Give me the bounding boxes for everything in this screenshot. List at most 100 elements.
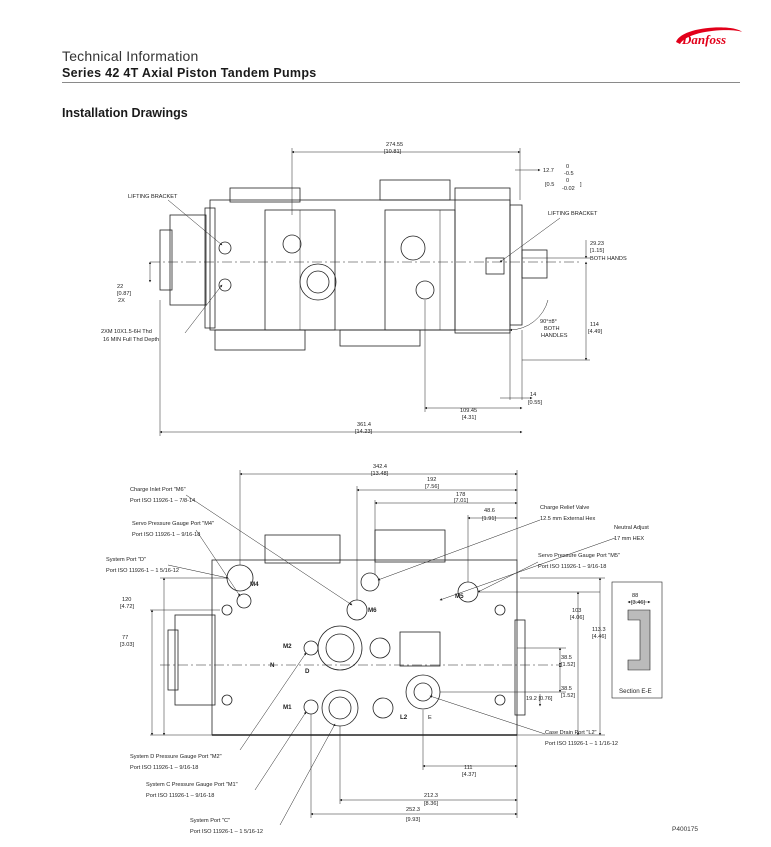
bot-bolt-4 bbox=[494, 694, 506, 706]
header-divider bbox=[62, 82, 740, 83]
label-tol-dn: -0.5 bbox=[564, 171, 574, 177]
bot-port-m1 bbox=[303, 699, 319, 715]
label-sys-d-spec: Port ISO 11926-1 – 1 5/16-12 bbox=[106, 568, 179, 574]
label-charge-inlet-spec: Port ISO 11926-1 – 7/8-14 bbox=[130, 498, 195, 504]
bot-relief bbox=[360, 572, 380, 592]
top-housing bbox=[209, 199, 511, 331]
top-port-circle-4 bbox=[415, 280, 435, 300]
label-dim-192-in: [7.56] bbox=[425, 484, 439, 490]
label-dim-14: 14 bbox=[530, 392, 536, 398]
label-dim-19-2: 19.2 [0.76] bbox=[526, 696, 553, 702]
top-shaft bbox=[521, 249, 548, 279]
top-port-circle-1-inner bbox=[306, 270, 330, 294]
top-port-circle-1 bbox=[299, 263, 337, 301]
port-label-m2: M2 bbox=[283, 643, 292, 650]
section-label-88-in: [3.46] bbox=[631, 600, 645, 606]
label-dim-120-in: [4.72] bbox=[120, 604, 134, 610]
label-servo-m4: Servo Pressure Gauge Port "M4" bbox=[132, 521, 214, 527]
label-handles: HANDLES bbox=[541, 333, 568, 339]
label-relief-spec: 12.5 mm External Hex bbox=[540, 516, 596, 522]
bot-rear-flange bbox=[514, 619, 526, 716]
label-charge-inlet: Charge Inlet Port "M6" bbox=[130, 487, 186, 493]
label-dim-113-in: [4.46] bbox=[592, 634, 606, 640]
leader-sys-c bbox=[279, 723, 336, 826]
label-case-drain: Case Drain Port "L2" bbox=[545, 730, 597, 736]
label-dim-77: 77 bbox=[122, 635, 128, 641]
leader-relief bbox=[377, 519, 541, 581]
port-label-m5: M5 bbox=[455, 593, 464, 600]
label-dim-178: 178 bbox=[456, 492, 465, 498]
label-dim-38a-in: [1.52] bbox=[561, 662, 575, 668]
section-caption: Section E-E bbox=[619, 688, 652, 695]
top-lower-block bbox=[214, 329, 306, 351]
doc-title: Series 42 4T Axial Piston Tandem Pumps bbox=[62, 66, 317, 80]
leader-neutral bbox=[439, 537, 616, 601]
bot-port-small-1 bbox=[369, 637, 391, 659]
label-dim-113: 113.3 bbox=[592, 627, 606, 633]
bottom-labels: 342.4 [13.48] 192 [7.56] 178 [7.01] 48.6… bbox=[106, 464, 649, 835]
top-port-circle-3 bbox=[282, 234, 302, 254]
label-relief: Charge Relief Valve bbox=[540, 505, 589, 511]
label-dim-48-in: [1.91] bbox=[482, 516, 496, 522]
top-bracket-block bbox=[485, 257, 505, 275]
label-dim-252: 252.3 bbox=[406, 807, 420, 813]
label-both: BOTH bbox=[544, 326, 560, 332]
bot-name-plate bbox=[399, 631, 441, 667]
leader-lifting-left bbox=[167, 199, 223, 246]
top-bolt-1 bbox=[218, 241, 232, 255]
leader-sys-d bbox=[167, 564, 229, 579]
port-label-m1: M1 bbox=[283, 704, 292, 711]
label-dim-14-in: [0.55] bbox=[528, 400, 542, 406]
bot-port-small-2 bbox=[372, 697, 394, 719]
label-tol-in: [0.5 bbox=[545, 182, 554, 188]
top-rear-flange bbox=[509, 204, 523, 326]
label-dim-103: 103 bbox=[572, 608, 581, 614]
section-label-88: 88 bbox=[632, 593, 638, 599]
label-dim-38b: 38.5 bbox=[561, 686, 572, 692]
top-mounting-flange bbox=[204, 207, 216, 329]
label-dim-114-in: [4.49] bbox=[588, 329, 602, 335]
label-dim-38a: 38.5 bbox=[561, 655, 572, 661]
label-dim-77-in: [3.03] bbox=[120, 642, 134, 648]
top-labels: 274.55 [10.81] 12.7 0 -0.5 [0.5 0 -0.02 … bbox=[101, 142, 627, 435]
label-dim-22-in: [0.87] bbox=[117, 291, 131, 297]
label-servo-m4-spec: Port ISO 11926-1 – 9/16-18 bbox=[132, 532, 200, 538]
top-aux-cover bbox=[159, 229, 173, 291]
label-dim-252-in: [9.93] bbox=[406, 817, 420, 823]
figure-id: P400175 bbox=[672, 826, 699, 833]
logo-swoosh bbox=[676, 27, 742, 44]
top-bolt-2 bbox=[218, 278, 232, 292]
label-dim-111: 111 bbox=[464, 765, 473, 771]
label-dim-29-23: 29.23 bbox=[590, 241, 604, 247]
leader-charge-inlet bbox=[185, 494, 353, 606]
label-gauge-m1: System C Pressure Gauge Port "M1" bbox=[146, 782, 238, 788]
bot-port-m2 bbox=[303, 640, 319, 656]
label-tol-in-up: 0 bbox=[566, 178, 569, 184]
label-dim-342-in: [13.48] bbox=[371, 471, 389, 477]
bot-port-m4 bbox=[236, 593, 252, 609]
section-e-e: 88 [3.46] Section E-E bbox=[611, 581, 663, 699]
bot-port-l2 bbox=[405, 674, 441, 710]
label-dim-120: 120 bbox=[122, 597, 131, 603]
label-lifting-left: LIFTING BRACKET bbox=[128, 194, 178, 200]
top-view bbox=[150, 179, 580, 351]
label-dim-212: 212.3 bbox=[424, 793, 438, 799]
label-dim-361-in: [14.23] bbox=[355, 429, 373, 435]
label-dim-12-7: 12.7 bbox=[543, 168, 554, 174]
bot-bolt-3 bbox=[494, 604, 506, 616]
leader-thread bbox=[184, 284, 223, 334]
port-label-m4: M4 bbox=[250, 581, 259, 588]
label-dim-212-in: [8.36] bbox=[424, 801, 438, 807]
label-thread-2: 16 MIN Full Thd Depth bbox=[103, 337, 159, 343]
bot-aux-pump bbox=[174, 614, 216, 706]
label-dim-38b-in: [1.52] bbox=[561, 693, 575, 699]
label-dim-361: 361.4 bbox=[357, 422, 371, 428]
label-dim-48: 48.6 bbox=[484, 508, 495, 514]
top-lower-block-2 bbox=[339, 329, 421, 347]
label-sys-c: System Port "C" bbox=[190, 818, 230, 824]
label-gauge-m2-spec: Port ISO 11926-1 – 9/16-18 bbox=[130, 765, 198, 771]
label-dim-274: 274.55 bbox=[386, 142, 403, 148]
bot-port-c bbox=[321, 689, 359, 727]
label-dim-178-in: [7.01] bbox=[454, 498, 468, 504]
